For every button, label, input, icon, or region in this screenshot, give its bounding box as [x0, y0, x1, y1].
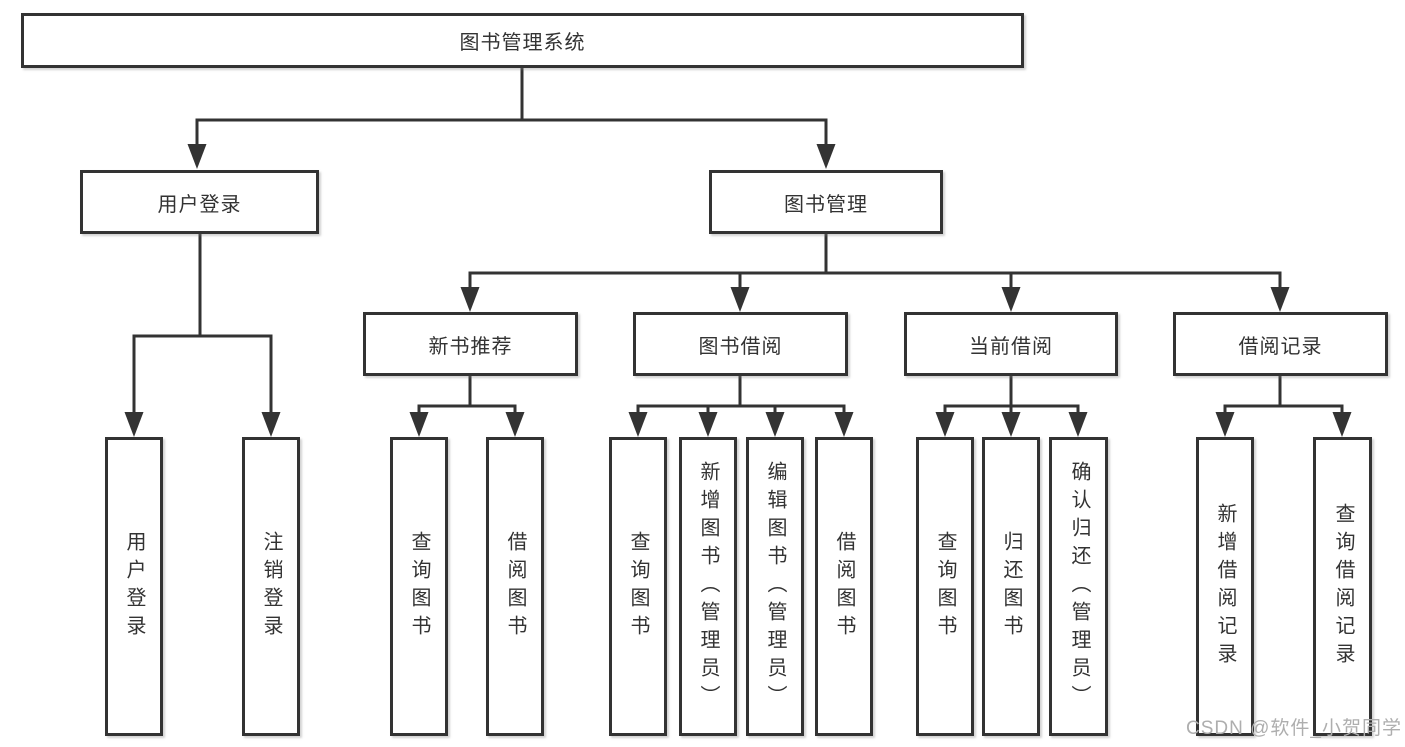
arrowhead-icon [1332, 412, 1352, 437]
arrowhead-icon [1068, 412, 1088, 437]
arrowhead-icon [409, 412, 429, 437]
node-borrow-records: 借阅记录 [1173, 312, 1388, 376]
arrowhead-icon [124, 412, 144, 437]
node-book-management: 图书管理 [709, 170, 943, 234]
arrowhead-icon [460, 287, 480, 312]
leaf-query-books-current: 查询图书 [916, 437, 974, 736]
leaf-borrow-books: 借阅图书 [815, 437, 873, 736]
arrowhead-icon [628, 412, 648, 437]
leaf-logout: 注销登录 [242, 437, 300, 736]
arrowhead-icon [1215, 412, 1235, 437]
leaf-user-login: 用户登录 [105, 437, 163, 736]
arrowhead-icon [1270, 287, 1290, 312]
leaf-query-books-borrow: 查询图书 [609, 437, 667, 736]
node-current-borrow: 当前借阅 [904, 312, 1118, 376]
arrowhead-icon [1001, 287, 1021, 312]
arrowhead-icon [1001, 412, 1021, 437]
arrowhead-icon [505, 412, 525, 437]
leaf-add-borrow-record: 新增借阅记录 [1196, 437, 1254, 736]
leaf-query-borrow-record: 查询借阅记录 [1313, 437, 1372, 736]
leaf-add-book-admin: 新增图书（管理员） [679, 437, 737, 736]
arrowheads [124, 144, 1352, 437]
arrowhead-icon [261, 412, 281, 437]
csdn-watermark: CSDN @软件_小贺同学 [1186, 718, 1402, 739]
arrowhead-icon [730, 287, 750, 312]
arrowhead-icon [187, 144, 207, 169]
node-new-book-recommend: 新书推荐 [363, 312, 578, 376]
leaf-return-book: 归还图书 [982, 437, 1040, 736]
node-root-system: 图书管理系统 [21, 13, 1024, 68]
arrowhead-icon [698, 412, 718, 437]
arrowhead-icon [935, 412, 955, 437]
leaf-borrow-books-recommend: 借阅图书 [486, 437, 544, 736]
node-book-borrow: 图书借阅 [633, 312, 848, 376]
node-user-login: 用户登录 [80, 170, 319, 234]
leaf-edit-book-admin: 编辑图书（管理员） [746, 437, 804, 736]
arrowhead-icon [816, 144, 836, 169]
arrowhead-icon [765, 412, 785, 437]
leaf-confirm-return-admin: 确认归还（管理员） [1049, 437, 1108, 736]
leaf-query-books-recommend: 查询图书 [390, 437, 448, 736]
arrowhead-icon [834, 412, 854, 437]
